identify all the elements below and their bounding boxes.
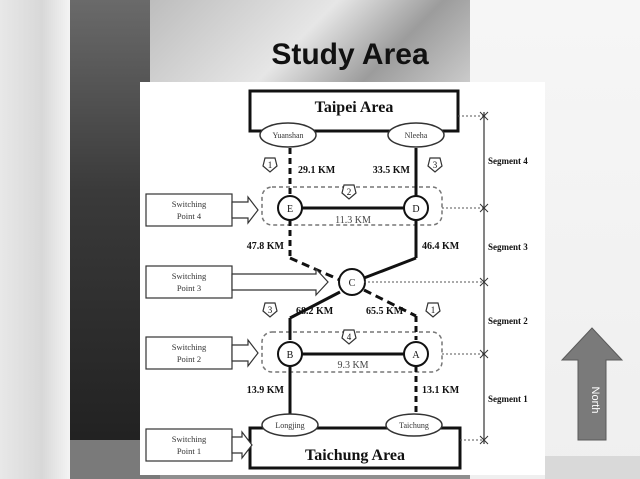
switching-point-3: Switching Point 3 — [145, 265, 329, 299]
distance-d-north: 33.5 KM — [373, 165, 411, 176]
node-d — [403, 195, 429, 221]
switching-point-3-line2: Point 3 — [177, 283, 201, 293]
background-photo-top — [150, 0, 480, 90]
node-a — [403, 341, 429, 367]
taipei-area-label: Taipei Area — [315, 99, 394, 116]
segment-2-label: Segment 2 — [488, 316, 528, 326]
route-number-label: 1 — [431, 305, 436, 315]
node-b-label: B — [287, 350, 294, 361]
node-d-label: D — [412, 204, 419, 215]
route-number-badge: 3 — [427, 157, 443, 173]
switching-point-4: Switching Point 4 — [145, 193, 259, 227]
switching-point-2-line2: Point 2 — [177, 354, 201, 364]
line-c-b — [289, 290, 341, 320]
station-nleeha — [387, 122, 445, 148]
distance-d-c: 46.4 KM — [422, 241, 460, 252]
route-number-badge: 2 — [341, 184, 357, 200]
switching-point-2-line1: Switching — [172, 342, 207, 352]
node-b — [277, 341, 303, 367]
station-longjing — [261, 413, 319, 437]
node-a-label: A — [412, 350, 420, 361]
route-number-badge: 1 — [425, 302, 441, 318]
route-number-label: 2 — [347, 187, 352, 197]
segment-tick — [479, 111, 489, 445]
switching-point-2: Switching Point 2 — [145, 336, 259, 370]
route-number-label: 3 — [268, 305, 273, 315]
node-e-label: E — [287, 204, 293, 215]
distance-b-a: 9.3 KM — [337, 360, 368, 371]
route-number-badge: 1 — [262, 157, 278, 173]
station-nleeha-label: Nleeha — [405, 131, 428, 140]
node-c-label: C — [349, 278, 356, 289]
switching-point-1-line1: Switching — [172, 434, 207, 444]
node-e — [277, 195, 303, 221]
segment-1-label: Segment 1 — [488, 394, 528, 404]
switching-point-4-line1: Switching — [172, 199, 207, 209]
distance-e-c: 47.8 KM — [247, 241, 285, 252]
route-number-label: 3 — [433, 160, 438, 170]
route-number-badge: 4 — [341, 329, 357, 345]
distance-c-b: 68.2 KM — [296, 306, 334, 317]
north-arrow-label: North — [589, 387, 601, 414]
route-number-badge: 3 — [262, 302, 278, 318]
taichung-area-label: Taichung Area — [305, 447, 405, 464]
switching-point-3-line1: Switching — [172, 271, 207, 281]
slide-title: Study Area — [271, 38, 429, 71]
route-number-label: 4 — [347, 332, 352, 342]
station-taichung-label: Taichung — [399, 421, 429, 430]
station-longjing-label: Longjing — [275, 421, 304, 430]
line-c-a — [363, 288, 417, 318]
background-corner — [545, 456, 640, 479]
station-yuanshan-label: Yuanshan — [272, 131, 303, 140]
switching-point-1: Switching Point 1 — [145, 428, 253, 462]
distance-a-south: 13.1 KM — [422, 385, 460, 396]
route-number-label: 1 — [268, 160, 273, 170]
line-d-c — [363, 256, 417, 280]
distance-b-south: 13.9 KM — [247, 385, 285, 396]
switching-point-4-line2: Point 4 — [177, 211, 202, 221]
line-e-c — [289, 256, 341, 282]
background-left — [0, 0, 70, 479]
north-arrow-icon: North — [560, 327, 624, 441]
distance-e-north: 29.1 KM — [298, 165, 336, 176]
segment-4-label: Segment 4 — [488, 156, 528, 166]
segment-3-label: Segment 3 — [488, 242, 528, 252]
station-taichung — [385, 413, 443, 437]
distance-e-d: 11.3 KM — [335, 215, 371, 226]
distance-c-a: 65.5 KM — [366, 306, 404, 317]
switching-point-1-line2: Point 1 — [177, 446, 201, 456]
station-yuanshan — [259, 122, 317, 148]
